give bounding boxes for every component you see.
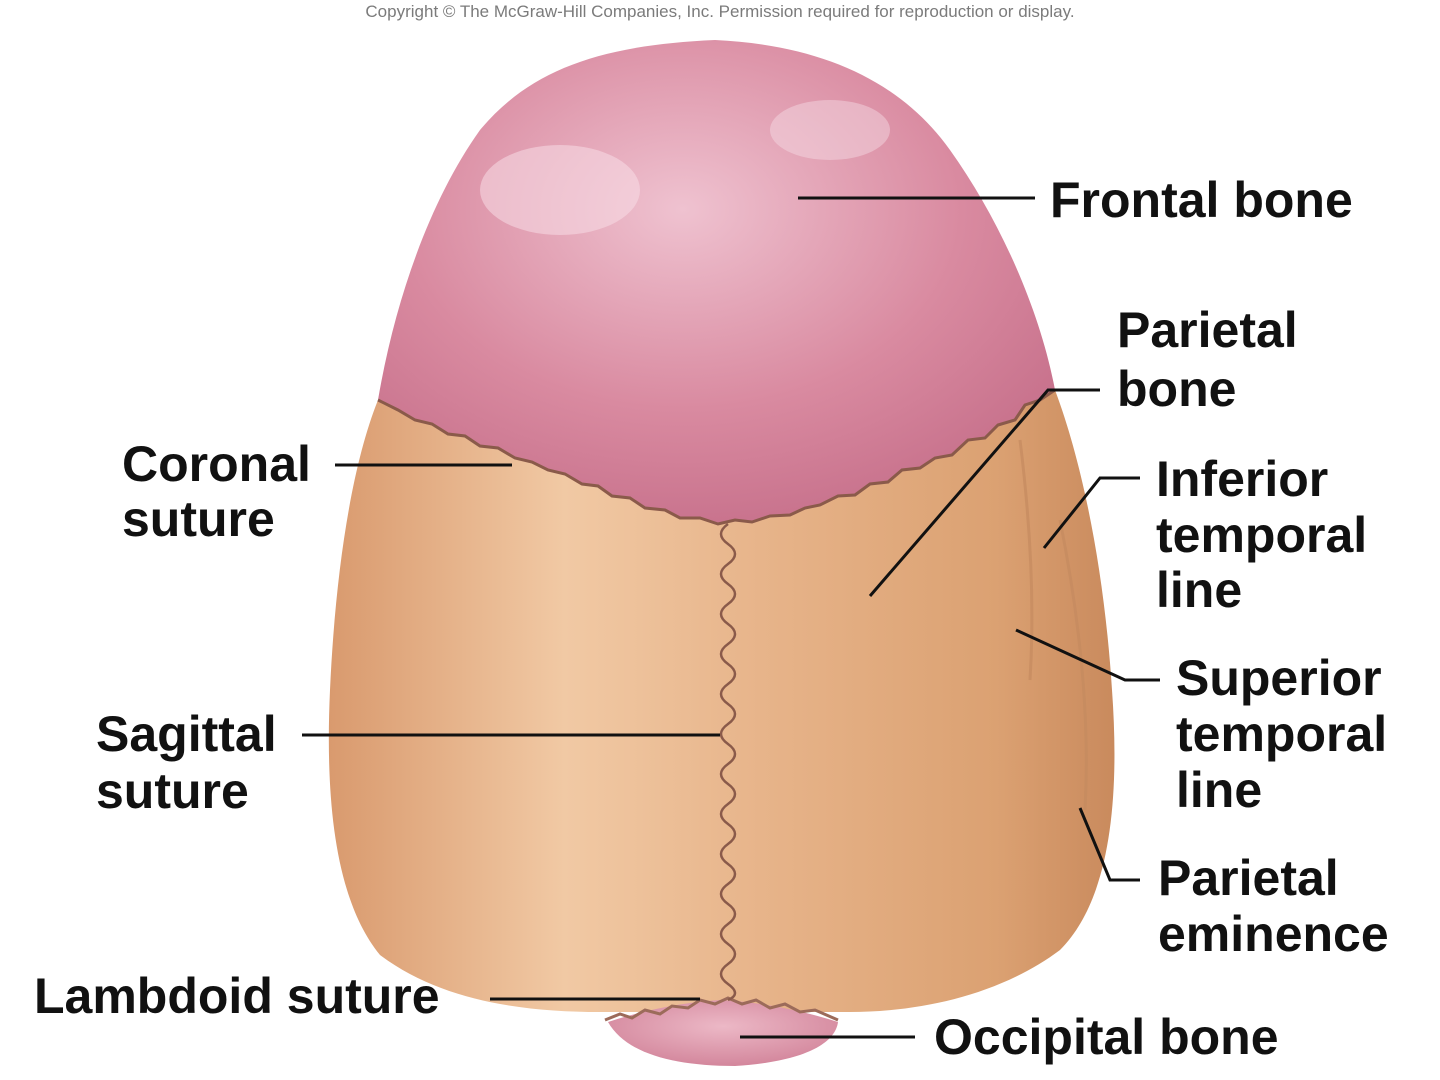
parietal-eminence-label-line1: Parietal (1158, 850, 1339, 906)
frontal-bone-label: Frontal bone (1050, 172, 1353, 228)
lambdoid-suture-line (604, 996, 839, 1022)
occipital-bone-label: Occipital bone (934, 1009, 1279, 1065)
inferior-temporal-line-label-line3: line (1156, 562, 1243, 618)
parietal-bone-label-line1: Parietal (1117, 302, 1298, 358)
parietal-bone-label-line2: bone (1117, 361, 1237, 417)
coronal-suture-line (377, 388, 1056, 526)
occipital-bone-region (608, 1000, 838, 1066)
superior-temporal-line-label-line2: temporal (1176, 706, 1388, 762)
sagittal-suture-label-line2: suture (96, 763, 249, 819)
superior-temporal-line-label-line3: line (1176, 762, 1263, 818)
inferior-temporal-line-label-line2: temporal (1156, 507, 1368, 563)
coronal-suture-label-line1: Coronal (122, 436, 311, 492)
parietal-eminence-label-line2: eminence (1158, 906, 1389, 962)
parietal-eminence-leader (1078, 807, 1140, 882)
inferior-temporal-line-leader (1042, 476, 1140, 549)
lambdoid-suture-label: Lambdoid suture (34, 968, 440, 1024)
superior-temporal-line-ridge (1058, 519, 1088, 811)
copyright-notice: Copyright © The McGraw-Hill Companies, I… (365, 2, 1075, 21)
inferior-temporal-line-label-line1: Inferior (1156, 451, 1329, 507)
superior-temporal-line-leader (1015, 628, 1160, 682)
frontal-highlight (480, 145, 640, 235)
sagittal-suture-line (719, 522, 737, 1002)
frontal-highlight (770, 100, 890, 160)
sagittal-suture-label-line1: Sagittal (96, 706, 277, 762)
superior-temporal-line-label-line1: Superior (1176, 650, 1382, 706)
parietal-bone-region (328, 390, 1115, 1012)
coronal-suture-label-line2: suture (122, 491, 275, 547)
parietal-bone-leader (868, 388, 1100, 597)
inferior-temporal-line-ridge (1018, 439, 1034, 681)
